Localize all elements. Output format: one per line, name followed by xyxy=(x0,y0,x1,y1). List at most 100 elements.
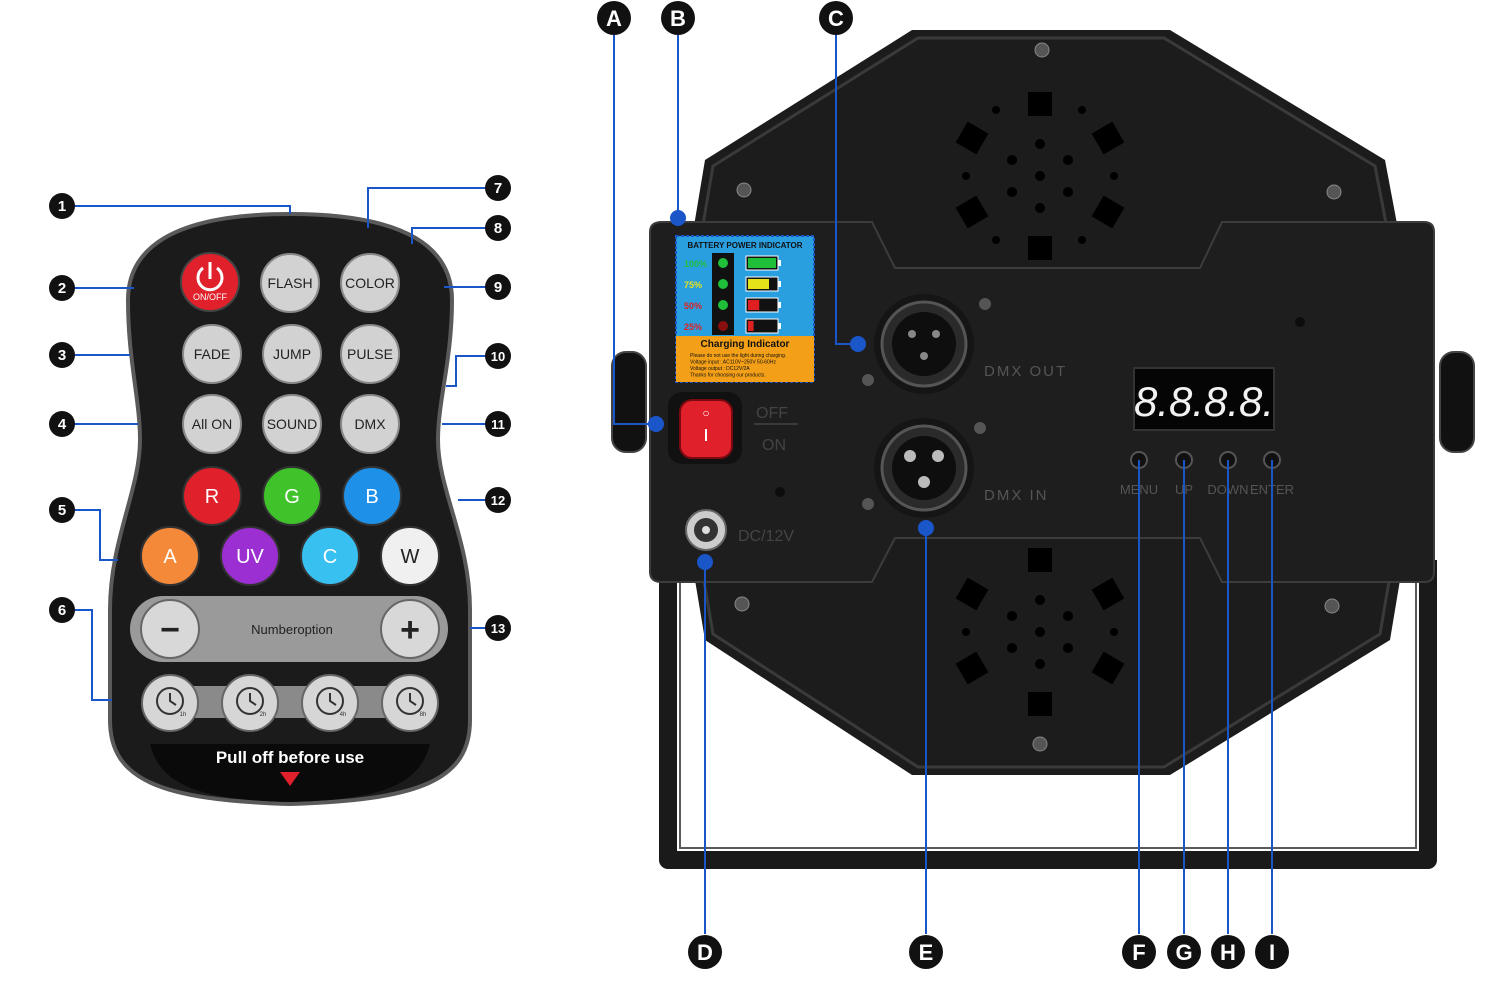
callout-number: 5 xyxy=(58,502,66,519)
led-display-text: 8.8.8.8. xyxy=(1134,378,1274,425)
callout-number: 6 xyxy=(58,602,66,619)
power-switch-mark-o: ○ xyxy=(702,406,709,420)
callout-2: 2 xyxy=(49,275,75,301)
timer-button-4h[interactable]: 4h xyxy=(301,674,359,732)
battery-note: Please do not use the light during charg… xyxy=(690,353,786,359)
battery-indicator-panel: BATTERY POWER INDICATOR 100%75%50%25% Ch… xyxy=(675,235,815,383)
remote-button-sound[interactable]: SOUND xyxy=(262,394,322,454)
number-option-label: Numberoption xyxy=(251,622,333,637)
remote-button-color[interactable]: COLOR xyxy=(340,253,400,313)
callout-letter: H xyxy=(1220,940,1236,965)
callout-d: D xyxy=(688,935,722,969)
led-display xyxy=(1133,367,1275,431)
callout-4: 4 xyxy=(49,411,75,437)
color-button-uv[interactable]: UV xyxy=(220,526,280,586)
color-button-g[interactable]: G xyxy=(262,466,322,526)
callout-f: F xyxy=(1122,935,1156,969)
callout-5: 5 xyxy=(49,497,75,523)
top-vent xyxy=(955,92,1125,260)
dmx-in-label: DMX IN xyxy=(984,487,1049,504)
callout-a: A xyxy=(597,1,631,35)
callout-6: 6 xyxy=(49,597,75,623)
clock-icon xyxy=(236,687,264,715)
color-button-w[interactable]: W xyxy=(380,526,440,586)
color-button-c[interactable]: C xyxy=(300,526,360,586)
color-button-label: UV xyxy=(236,546,264,568)
timer-label: 4h xyxy=(340,712,347,718)
color-button-a[interactable]: A xyxy=(140,526,200,586)
battery-level-label: 75% xyxy=(684,280,702,290)
callout-h: H xyxy=(1211,935,1245,969)
callout-number: 8 xyxy=(494,220,502,237)
dmx-in-connector[interactable] xyxy=(862,418,986,518)
callout-e: E xyxy=(909,935,943,969)
clock-icon xyxy=(396,687,424,715)
pull-arrow-icon xyxy=(280,772,300,786)
remote-button-pulse[interactable]: PULSE xyxy=(340,324,400,384)
battery-led xyxy=(718,300,728,310)
charging-indicator-title: Charging Indicator xyxy=(701,339,790,350)
clock-icon xyxy=(316,687,344,715)
battery-led xyxy=(718,279,728,289)
dc-power-jack[interactable] xyxy=(685,509,727,551)
plus-button[interactable]: + xyxy=(380,599,440,659)
timer-label: 2h xyxy=(260,712,267,718)
control-panel xyxy=(649,221,1435,583)
timer-label: 1h xyxy=(180,712,187,718)
dmx-out-connector[interactable] xyxy=(862,294,991,394)
callout-1: 1 xyxy=(49,193,75,219)
color-button-label: C xyxy=(323,546,337,568)
callout-number: 1 xyxy=(58,198,66,215)
switch-off-label: OFF xyxy=(756,405,788,422)
remote-button-dmx[interactable]: DMX xyxy=(340,394,400,454)
battery-level-row: 50% xyxy=(684,297,781,313)
clock-icon xyxy=(156,687,184,715)
callout-number: 3 xyxy=(58,347,66,364)
callout-letter: C xyxy=(828,6,844,31)
callout-letter: F xyxy=(1132,940,1145,965)
callout-number: 11 xyxy=(491,417,505,432)
callout-number: 4 xyxy=(58,416,67,433)
timer-button-8h[interactable]: 8h xyxy=(381,674,439,732)
power-button-label: ON/OFF xyxy=(193,292,227,302)
callout-letter: I xyxy=(1269,940,1275,965)
callout-7: 7 xyxy=(485,175,511,201)
pull-tab-label: Pull off before use xyxy=(216,748,364,767)
mounting-bracket xyxy=(659,560,1437,869)
remote-button-label: All ON xyxy=(192,416,232,432)
callout-g: G xyxy=(1167,935,1201,969)
battery-level-label: 50% xyxy=(684,301,702,311)
callout-11: 11 xyxy=(485,411,511,437)
leader-lines xyxy=(74,34,1273,934)
power-button[interactable]: ON/OFF xyxy=(180,252,240,312)
callout-10: 10 xyxy=(485,343,511,369)
callout-13: 13 xyxy=(485,615,511,641)
battery-led xyxy=(718,321,728,331)
battery-led xyxy=(718,258,728,268)
number-option-bar xyxy=(130,596,448,662)
callout-9: 9 xyxy=(485,274,511,300)
remote-button-label: FLASH xyxy=(267,275,312,291)
remote-button-fade[interactable]: FADE xyxy=(182,324,242,384)
color-button-r[interactable]: R xyxy=(182,466,242,526)
remote-button-jump[interactable]: JUMP xyxy=(262,324,322,384)
callout-number: 9 xyxy=(494,279,502,296)
remote-button-flash[interactable]: FLASH xyxy=(260,253,320,313)
minus-button[interactable]: − xyxy=(140,599,200,659)
color-button-label: W xyxy=(401,546,420,568)
timer-bar xyxy=(150,686,434,718)
battery-note: Voltage input : AC110V~250V 50-60Hz xyxy=(690,360,776,366)
battery-level-row: 75% xyxy=(684,276,781,292)
color-button-b[interactable]: B xyxy=(342,466,402,526)
timer-button-1h[interactable]: 1h xyxy=(141,674,199,732)
callout-b: B xyxy=(661,1,695,35)
bracket-inner-edge xyxy=(679,570,1417,849)
timer-button-2h[interactable]: 2h xyxy=(221,674,279,732)
callout-8: 8 xyxy=(485,215,511,241)
remote-button-all-on[interactable]: All ON xyxy=(182,394,242,454)
minus-icon: − xyxy=(160,611,180,649)
callout-3: 3 xyxy=(49,342,75,368)
remote-button-label: DMX xyxy=(354,416,386,432)
callout-c: C xyxy=(819,1,853,35)
